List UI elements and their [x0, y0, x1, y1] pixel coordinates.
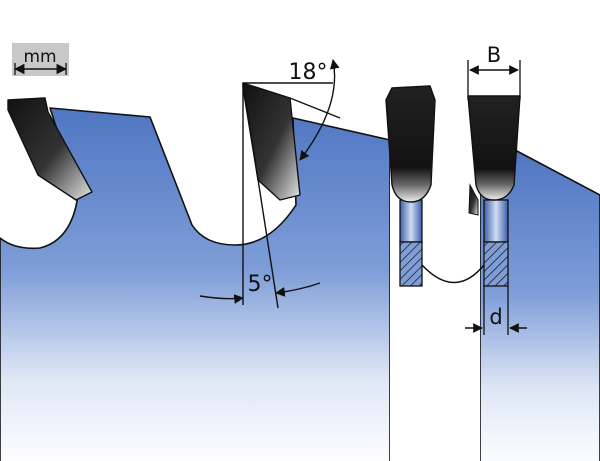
hook-angle-annotation: 18°	[242, 59, 341, 305]
side-tooth-sliver	[468, 183, 479, 216]
hook-angle-label: 18°	[289, 60, 328, 85]
side-view-2-plate	[483, 199, 509, 243]
unit-badge-text: mm	[23, 47, 56, 67]
side-view-1-plate	[399, 199, 423, 243]
blade-body-left	[0, 107, 391, 461]
clearance-angle-label: 5°	[248, 272, 273, 297]
side-view-2-hatch	[483, 241, 509, 287]
plate-thickness-label: d	[489, 305, 502, 329]
kerf-width-dimension: B	[467, 43, 521, 100]
left-tooth	[7, 97, 93, 201]
plate-thickness-dimension: d	[465, 285, 527, 335]
clearance-angle-annotation: 5°	[199, 82, 321, 309]
side-gullet-arc	[421, 264, 485, 284]
side-view-1-tip	[385, 85, 436, 203]
kerf-width-label: B	[487, 43, 501, 67]
unit-badge: mm	[12, 43, 69, 76]
side-view-2-tip	[467, 95, 521, 201]
side-view-1-hatch	[399, 241, 423, 287]
